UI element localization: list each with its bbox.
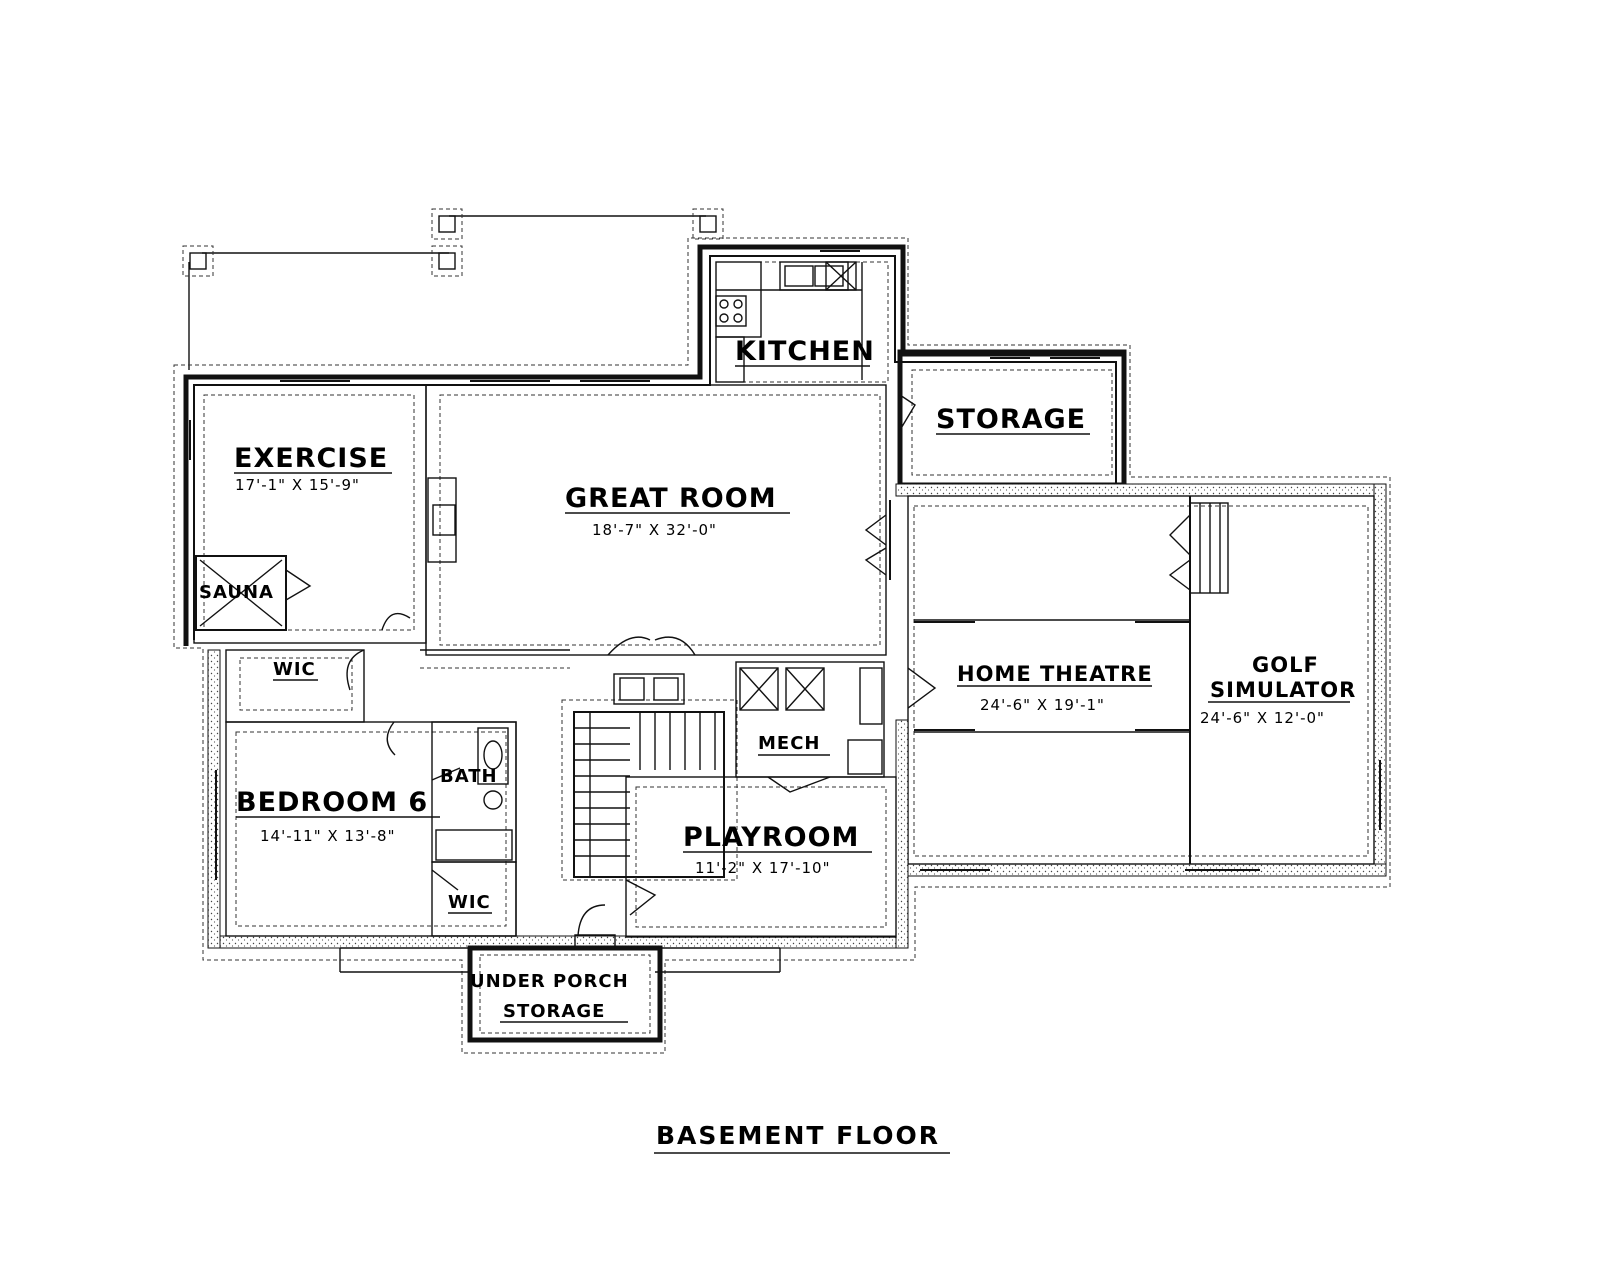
label-wic-upper: WIC bbox=[273, 659, 316, 680]
label-exercise: EXERCISE bbox=[234, 443, 388, 474]
label-home-theatre: HOME THEATRE bbox=[957, 662, 1153, 686]
east-wing bbox=[895, 483, 1387, 877]
label-wic-lower: WIC bbox=[448, 892, 491, 913]
dim-home-theatre: 24'-6" X 19'-1" bbox=[980, 696, 1105, 714]
label-bath: BATH bbox=[440, 766, 498, 787]
label-golf-simulator: SIMULATOR bbox=[1210, 678, 1356, 702]
label-under-porch-storage: STORAGE bbox=[503, 1001, 605, 1022]
stair-mech-playroom bbox=[561, 661, 897, 938]
room-labels: KITCHEN STORAGE EXERCISE 17'-1" X 15'-9"… bbox=[199, 336, 1356, 1023]
label-playroom: PLAYROOM bbox=[683, 822, 859, 853]
under-porch-storage bbox=[467, 934, 663, 1043]
bedroom-wing bbox=[225, 721, 517, 937]
exercise-room bbox=[193, 384, 427, 644]
dim-exercise: 17'-1" X 15'-9" bbox=[235, 476, 360, 494]
label-bedroom-6: BEDROOM 6 bbox=[236, 787, 428, 818]
label-storage: STORAGE bbox=[936, 404, 1086, 435]
label-mech: MECH bbox=[758, 733, 820, 754]
dim-playroom: 11'-2" X 17'-10" bbox=[695, 859, 831, 877]
label-golf: GOLF bbox=[1252, 653, 1319, 677]
dim-golf: 24'-6" X 12'-0" bbox=[1200, 709, 1325, 727]
dim-great-room: 18'-7" X 32'-0" bbox=[592, 521, 717, 539]
label-great-room: GREAT ROOM bbox=[565, 483, 777, 514]
south-foundation bbox=[207, 649, 909, 973]
kitchen-area bbox=[715, 261, 889, 383]
stair-treads bbox=[574, 712, 716, 877]
plan-title: BASEMENT FLOOR bbox=[656, 1121, 940, 1150]
label-kitchen: KITCHEN bbox=[735, 336, 875, 367]
dim-bedroom-6: 14'-11" X 13'-8" bbox=[260, 827, 396, 845]
label-under-porch: UNDER PORCH bbox=[470, 971, 629, 992]
patio-outline bbox=[182, 208, 724, 370]
plan-title-group: BASEMENT FLOOR bbox=[654, 1121, 950, 1154]
label-sauna: SAUNA bbox=[199, 582, 274, 603]
great-room bbox=[425, 384, 891, 656]
